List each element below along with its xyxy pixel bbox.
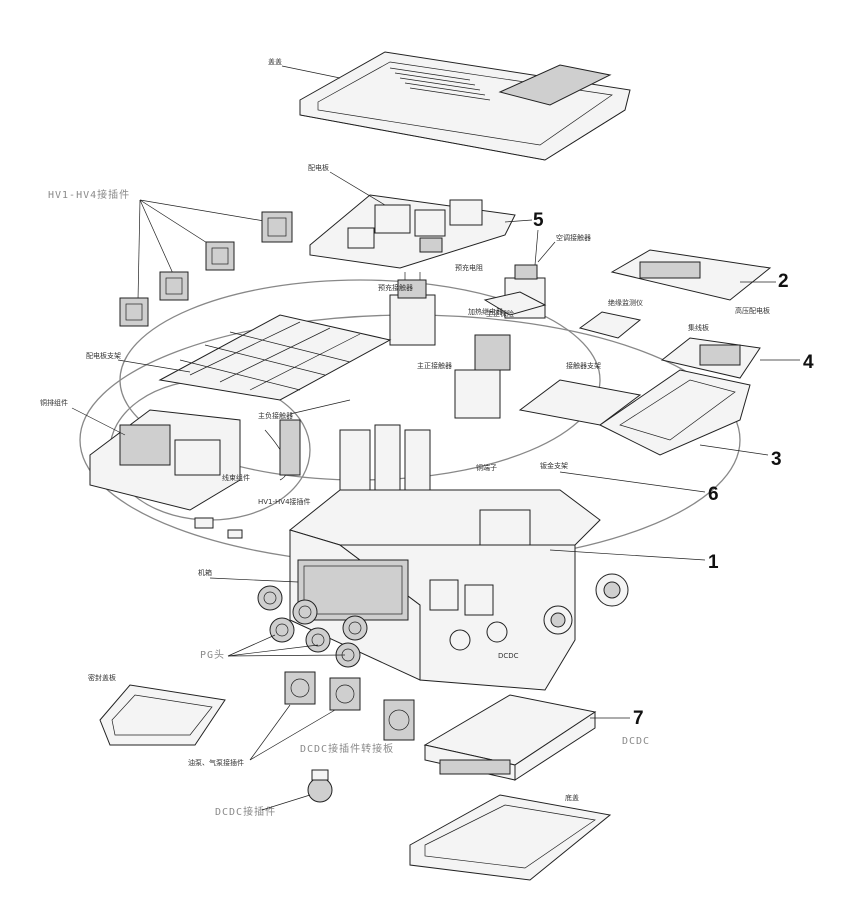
- heater-relay-part: [454, 334, 511, 419]
- label-main-negative-contactor: 主负接触器: [258, 411, 293, 420]
- pg-gland-parts: [257, 585, 368, 668]
- label-hv-harness-board: 高压配电板: [735, 306, 770, 315]
- dcdc-connector-part: [307, 769, 333, 803]
- top-cover-part: [299, 51, 631, 161]
- distribution-bracket-part: [158, 314, 392, 401]
- label-copper-terminal: 铜端子: [476, 463, 497, 472]
- callout-2: 2: [778, 271, 789, 292]
- callout-5: 5: [533, 210, 544, 231]
- label-bottom-cover: 底盖: [565, 793, 579, 802]
- callout-3: 3: [771, 449, 782, 470]
- label-enclosure: 机箱: [198, 568, 212, 577]
- hv-harness-board-part: [610, 249, 772, 301]
- label-distribution-bracket: 配电板支架: [86, 351, 121, 360]
- label-oil-pump-connector: 油泵、气泵接插件: [188, 758, 244, 767]
- label-main-fuse: 主正保险: [486, 309, 514, 318]
- callout-1: 1: [708, 552, 719, 573]
- contactor-bracket-part: [518, 379, 642, 426]
- dcdc-signal-connector-part: [383, 699, 415, 741]
- label-dcdc: DCDC: [622, 736, 650, 747]
- callout-4: 4: [803, 352, 814, 373]
- dcdc-module-part: [423, 694, 597, 781]
- label-dcdc-module-mark: DCDC: [498, 652, 519, 660]
- busbar-board-part: [660, 337, 761, 379]
- label-top-cover: 盖盖: [268, 57, 282, 66]
- label-contactor-bracket: 接触器支架: [566, 361, 601, 370]
- label-insulation-detector: 绝缘监测仪: [608, 298, 643, 307]
- hv-connector-parts: [119, 211, 293, 327]
- label-pg-gland: PG头: [200, 649, 225, 661]
- label-dcdc-connector: DCDC接插件: [215, 805, 276, 818]
- chassis-bracket-part: [599, 369, 751, 456]
- label-chassis-bracket: 钣金支架: [540, 461, 568, 470]
- precharge-contactor-part: [389, 272, 436, 346]
- label-sealing-plate: 密封盖板: [88, 673, 116, 682]
- wire-harness-part: [264, 419, 301, 481]
- sealing-plate-part: [99, 684, 226, 746]
- label-precharge-contactor: 预充接触器: [378, 283, 413, 292]
- label-copper-bar-assembly: 铜排组件: [40, 398, 68, 407]
- oil-pump-connector-parts: [284, 671, 361, 711]
- label-busbar-fixer: HV1-HV4接插件: [258, 497, 311, 506]
- loose-clip-parts: [194, 517, 243, 539]
- label-busbar-board: 集线板: [688, 323, 709, 332]
- label-wire-harness: 线束组件: [222, 473, 250, 482]
- label-dcdc-signal-connector: DCDC接插件转接板: [300, 742, 394, 755]
- label-precharge-resistor: 预充电阻: [455, 263, 483, 272]
- label-ac-contactor: 空调接触器: [556, 233, 591, 242]
- callout-6: 6: [708, 484, 719, 505]
- enclosure-part: [288, 424, 629, 691]
- insulation-detector-part: [578, 311, 642, 339]
- label-heater-relay: 加热继电器: [468, 307, 503, 316]
- label-heater-relay-2: 主正接触器: [417, 361, 452, 370]
- callout-7: 7: [633, 708, 644, 729]
- label-distribution-board: 配电板: [308, 163, 329, 172]
- copper-bar-assembly-part: [89, 409, 241, 511]
- distribution-board-part: [309, 194, 516, 269]
- label-hv-connectors: HV1-HV4接插件: [48, 188, 130, 201]
- bottom-cover-part: [409, 794, 612, 881]
